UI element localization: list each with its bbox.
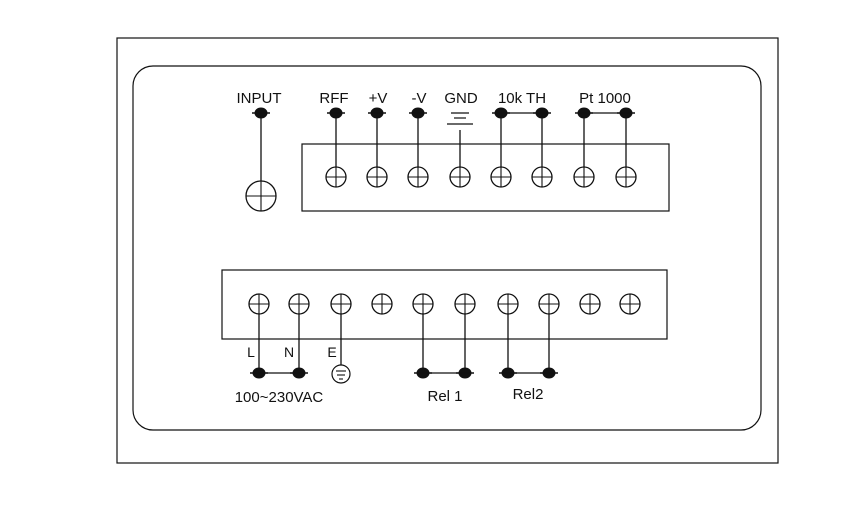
label-rel2: Rel2 [513,386,544,403]
pt1000-terminal-dot-2 [616,106,636,120]
rff-terminal-dot [326,106,346,120]
label-l: L [247,344,255,360]
label-rel1: Rel 1 [427,388,462,405]
rel1-terminal-dot-1 [413,366,433,380]
bottom-screw-10 [619,293,641,315]
input-connector-icon [245,180,277,212]
bottom-screw-1 [248,293,270,315]
earth-ground-icon [331,364,351,384]
bottom-screw-2 [288,293,310,315]
bottom-screw-6 [454,293,476,315]
th-terminal-dot-1 [491,106,511,120]
l-terminal-dot [249,366,269,380]
top-screw-th-1 [490,166,512,188]
pt1000-terminal-dot-1 [574,106,594,120]
label-rff: RFF [319,90,348,107]
top-terminal-block [301,143,670,212]
top-screw-pt-1 [573,166,595,188]
label-supply-voltage: 100~230VAC [235,389,324,406]
label-minus-v: -V [412,90,427,107]
gnd-symbol [447,112,473,125]
top-screw-pt-2 [615,166,637,188]
th-terminal-dot-2 [532,106,552,120]
rel1-terminal-dot-2 [455,366,475,380]
input-terminal-dot [251,106,271,120]
top-screw-rff [325,166,347,188]
rel2-terminal-dot-1 [498,366,518,380]
top-screw-plus-v [366,166,388,188]
label-e: E [327,344,336,360]
rel2-terminal-dot-2 [539,366,559,380]
bottom-screw-5 [412,293,434,315]
label-gnd: GND [444,90,478,107]
bottom-screw-3 [330,293,352,315]
outer-frame [116,37,779,464]
top-screw-th-2 [531,166,553,188]
label-10k-th: 10k TH [498,90,546,107]
label-plus-v: +V [369,90,388,107]
minus-v-terminal-dot [408,106,428,120]
top-screw-minus-v [407,166,429,188]
bottom-screw-7 [497,293,519,315]
bottom-screw-8 [538,293,560,315]
device-panel [132,65,762,431]
label-pt1000: Pt 1000 [579,90,631,107]
top-screw-gnd [449,166,471,188]
n-terminal-dot [289,366,309,380]
bottom-wires [258,304,550,374]
bottom-screw-9 [579,293,601,315]
label-n: N [284,344,294,360]
bottom-screw-4 [371,293,393,315]
plus-v-terminal-dot [367,106,387,120]
label-input: INPUT [237,90,282,107]
